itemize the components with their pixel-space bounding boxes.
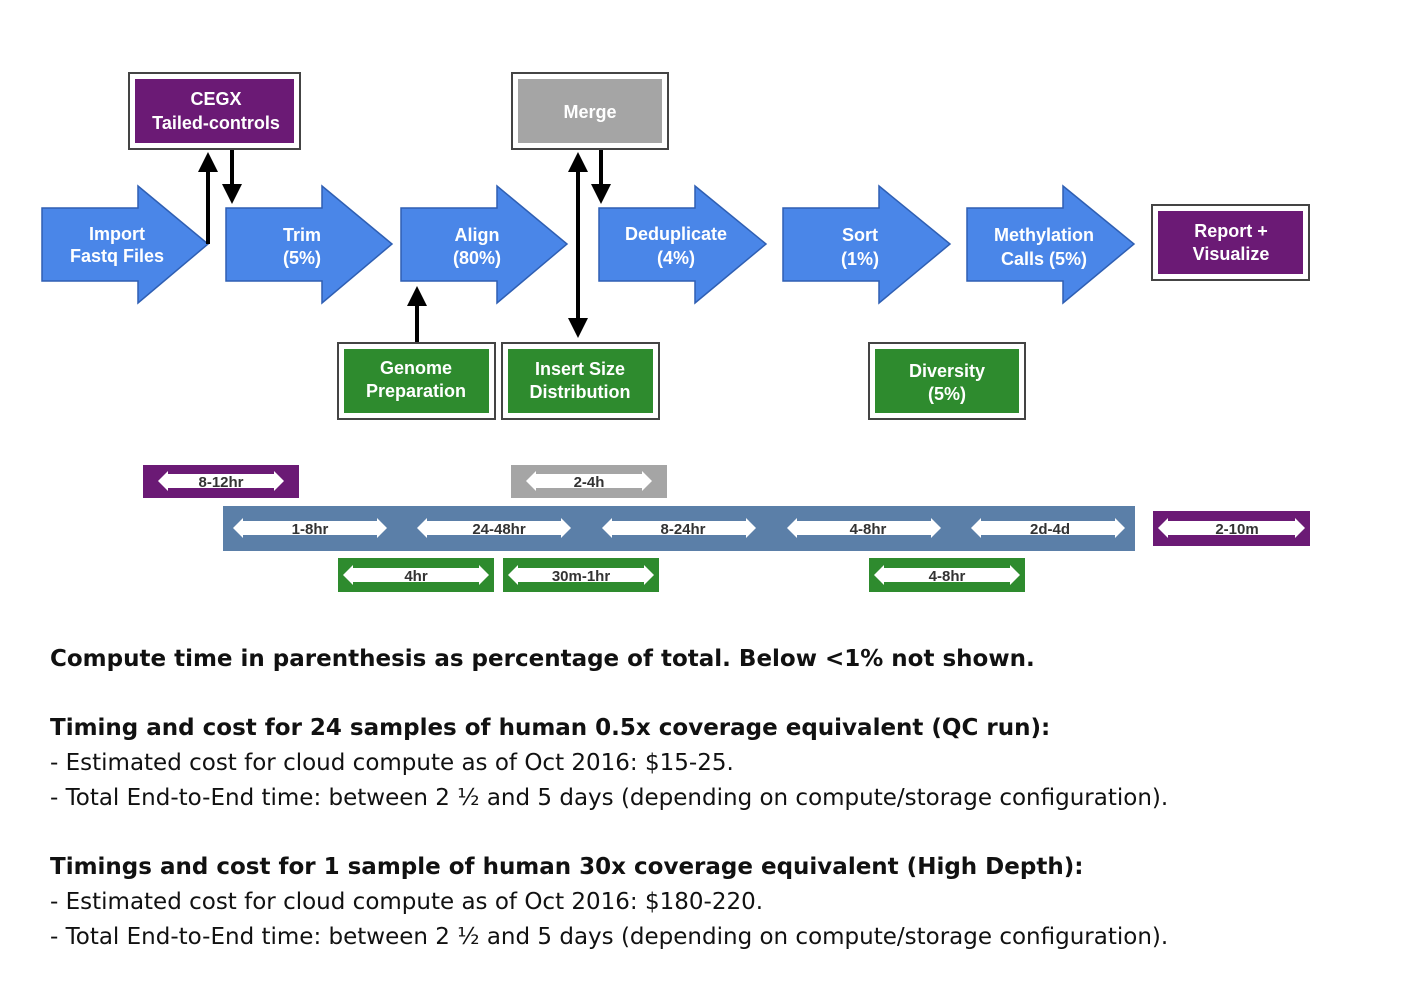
- qc-run-cost: - Estimated cost for cloud compute as of…: [50, 750, 734, 776]
- step-sort: Sort(1%): [782, 184, 952, 305]
- svg-text:Sort(1%): Sort(1%): [841, 225, 879, 269]
- svg-text:4-8hr: 4-8hr: [929, 568, 966, 585]
- svg-text:8-24hr: 8-24hr: [660, 521, 705, 538]
- timing-align: 24-48hr: [417, 518, 571, 538]
- timing-methylation: 2d-4d: [971, 518, 1125, 538]
- svg-text:8-12hr: 8-12hr: [198, 474, 243, 491]
- box-diversity: Diversity(5%): [868, 342, 1026, 420]
- timing-merge: 2-4h: [511, 465, 667, 498]
- high-depth-time: - Total End-to-End time: between 2 ½ and…: [50, 924, 1169, 950]
- svg-text:24-48hr: 24-48hr: [472, 521, 526, 538]
- high-depth-cost: - Estimated cost for cloud compute as of…: [50, 889, 764, 915]
- high-depth-heading: Timings and cost for 1 sample of human 3…: [50, 854, 1084, 880]
- notes-section: Compute time in parenthesis as percentag…: [50, 642, 1380, 955]
- svg-text:Trim(5%): Trim(5%): [283, 225, 321, 268]
- svg-text:2d-4d: 2d-4d: [1030, 521, 1070, 538]
- step-deduplicate: Deduplicate(4%): [598, 184, 768, 305]
- svg-text:Deduplicate(4%): Deduplicate(4%): [625, 224, 727, 268]
- svg-text:4-8hr: 4-8hr: [850, 521, 887, 538]
- timing-diversity: 4-8hr: [869, 558, 1025, 592]
- svg-text:1-8hr: 1-8hr: [292, 521, 329, 538]
- timing-report: 2-10m: [1153, 511, 1310, 546]
- qc-run-time: - Total End-to-End time: between 2 ½ and…: [50, 785, 1169, 811]
- svg-text:Report +Visualize: Report +Visualize: [1193, 221, 1270, 264]
- step-align: Align(80%): [400, 184, 569, 305]
- connectors: [198, 150, 611, 342]
- timing-trim: 1-8hr: [233, 518, 387, 538]
- svg-text:Merge: Merge: [563, 102, 616, 122]
- timing-genome: 4hr: [338, 558, 494, 592]
- step-trim: Trim(5%): [225, 184, 394, 305]
- qc-run-heading: Timing and cost for 24 samples of human …: [50, 715, 1051, 741]
- svg-text:Align(80%): Align(80%): [453, 225, 501, 268]
- timing-cegx: 8-12hr: [143, 465, 299, 498]
- box-merge: Merge: [511, 72, 669, 150]
- timing-sort: 4-8hr: [787, 518, 941, 538]
- svg-text:Diversity(5%): Diversity(5%): [909, 361, 985, 404]
- svg-text:2-10m: 2-10m: [1215, 521, 1258, 538]
- svg-text:4hr: 4hr: [404, 568, 428, 585]
- timing-insert-size: 30m-1hr: [503, 558, 659, 592]
- compute-time-note: Compute time in parenthesis as percentag…: [50, 646, 1035, 672]
- timing-deduplicate: 8-24hr: [602, 518, 756, 538]
- svg-text:2-4h: 2-4h: [574, 474, 605, 491]
- box-report-visualize: Report +Visualize: [1151, 204, 1310, 281]
- svg-text:30m-1hr: 30m-1hr: [552, 568, 611, 585]
